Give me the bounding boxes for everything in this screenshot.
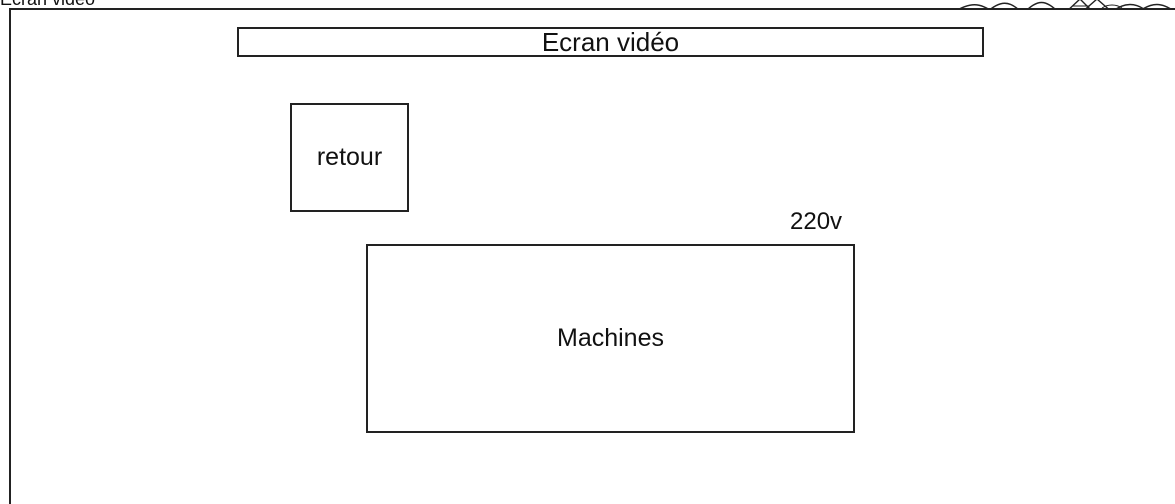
machines-button[interactable]: Machines xyxy=(366,244,855,433)
return-button[interactable]: retour xyxy=(290,103,409,212)
video-screen-title: Ecran vidéo xyxy=(237,27,984,57)
voltage-label: 220v xyxy=(790,208,843,235)
sketch-header-label: Ecran vidéo xyxy=(0,0,95,8)
